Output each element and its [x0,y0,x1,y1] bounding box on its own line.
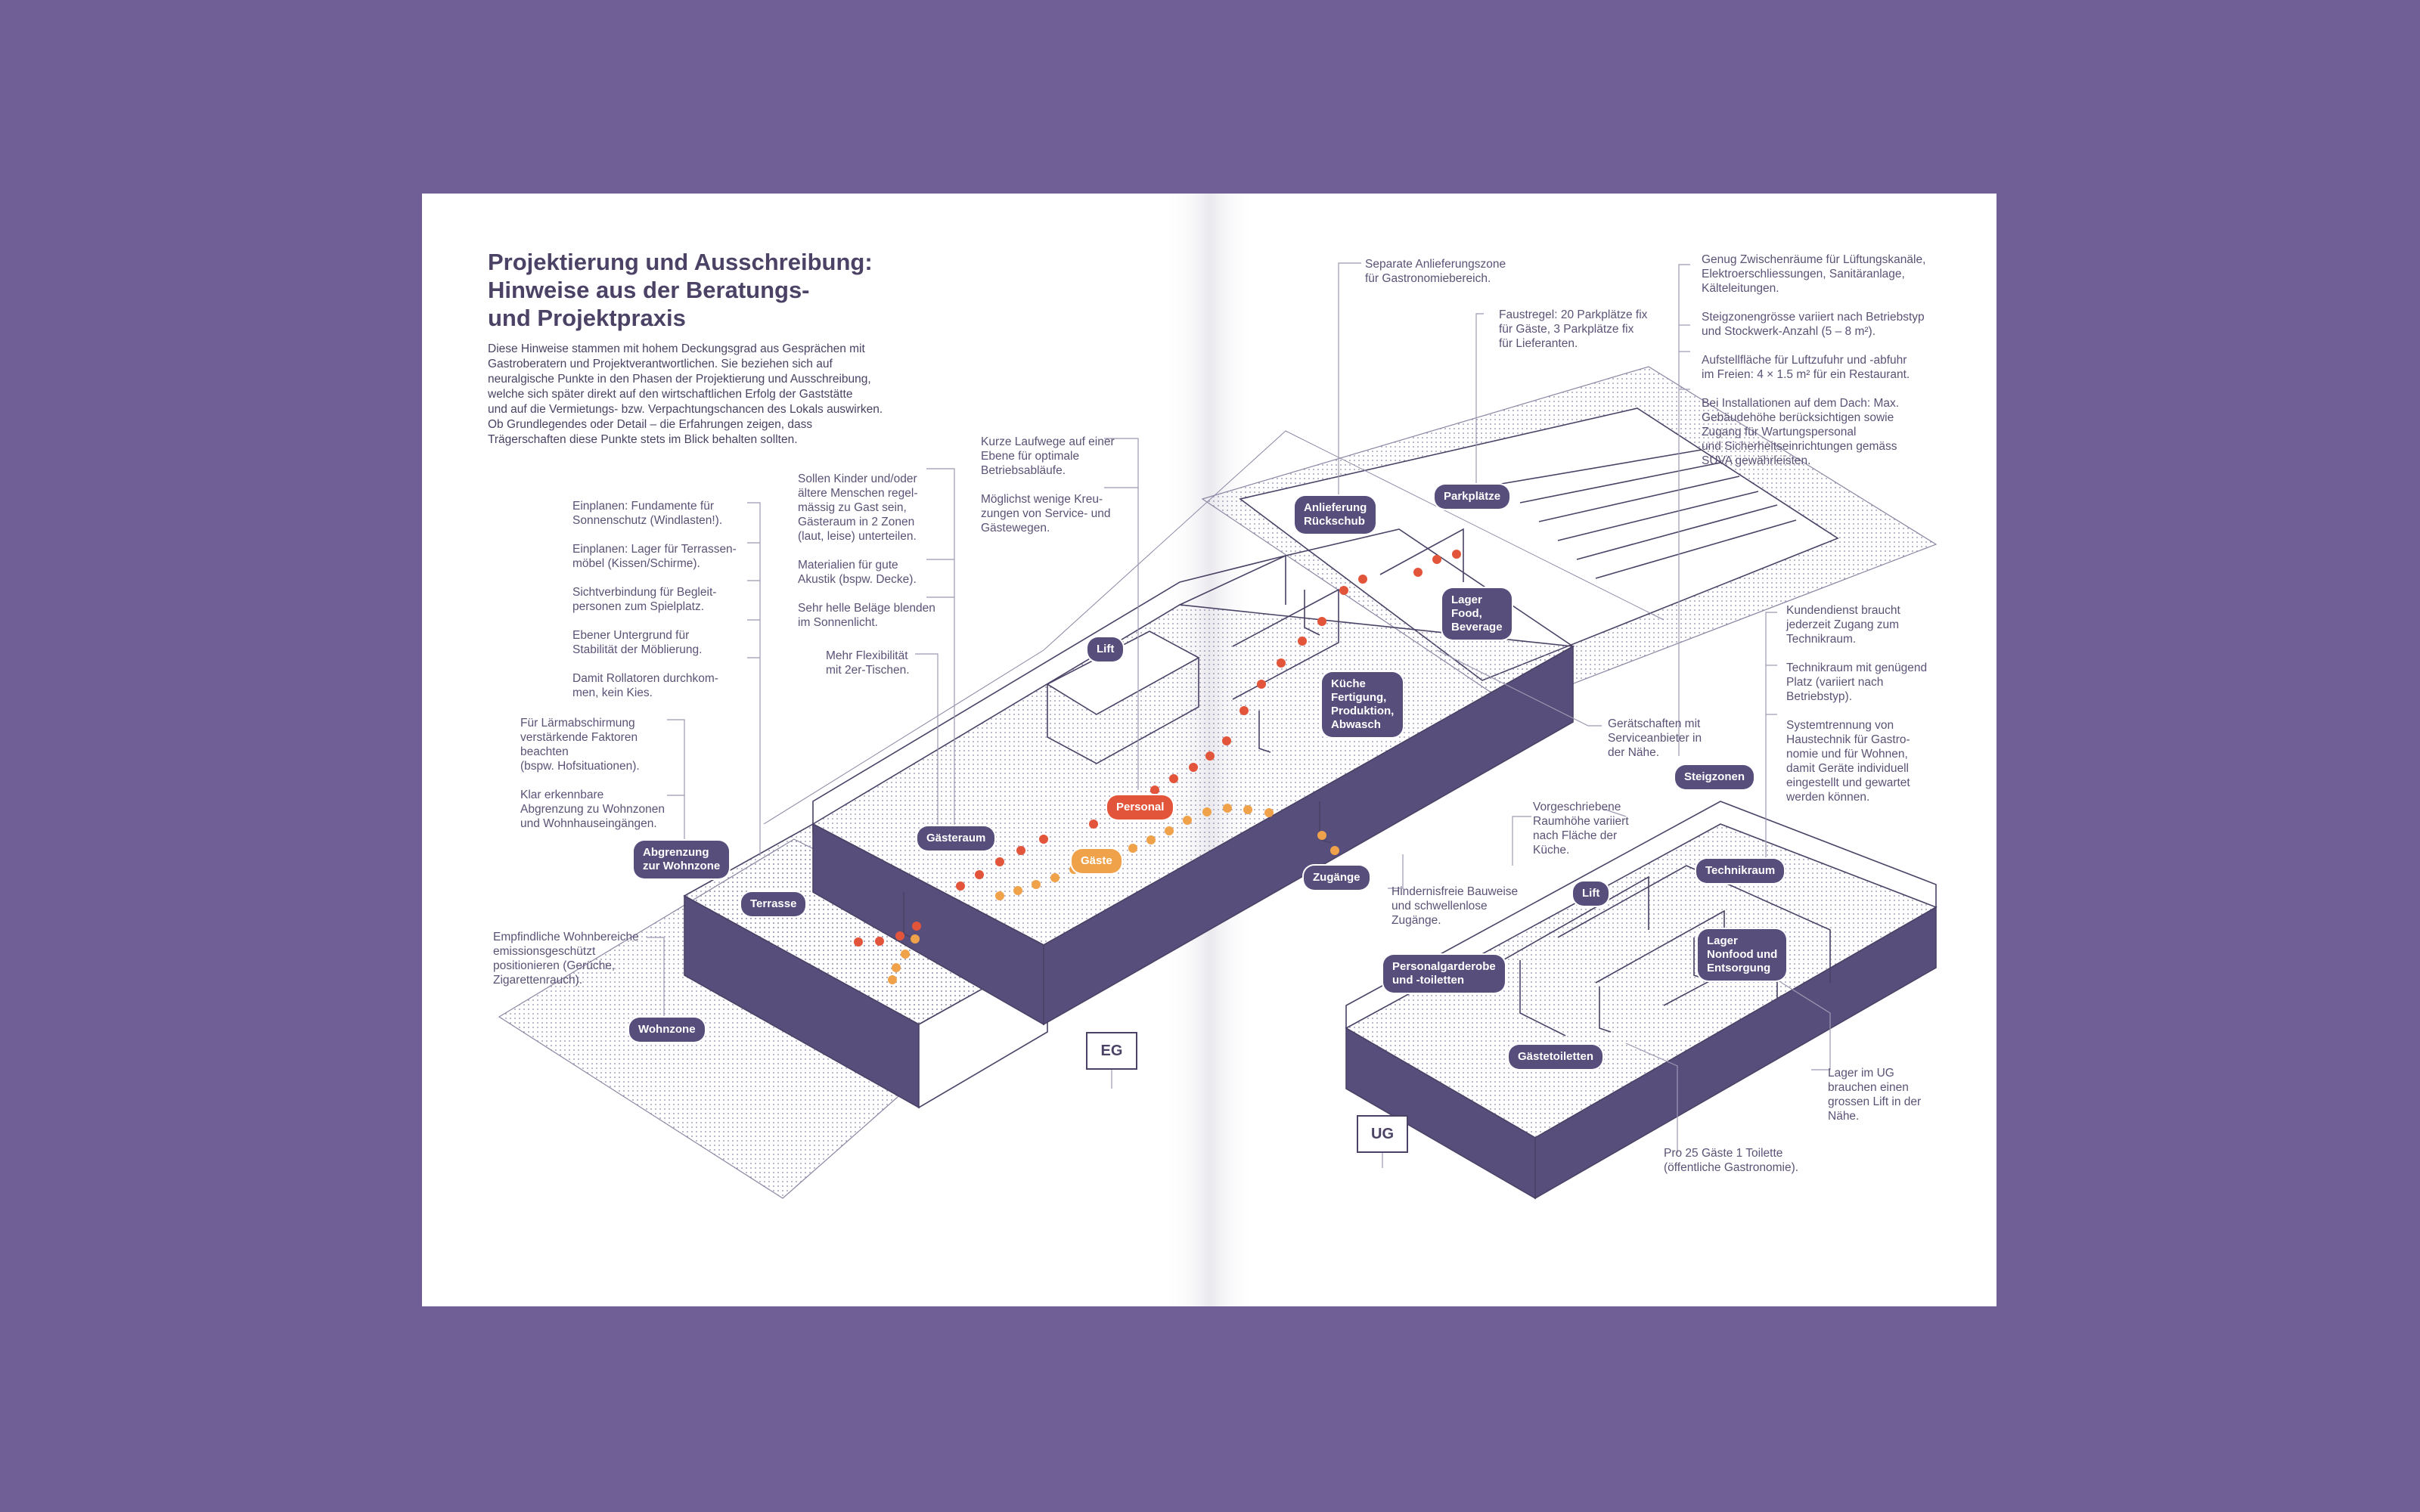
label-lager-nonfood: Lager Nonfood und Entsorgung [1698,929,1787,981]
technikraum-notes: Kundendienst braucht jederzeit Zugang zu… [1786,604,1928,804]
ug-partition-3 [1519,960,1566,1036]
anlieferungszone-note: Separate Anlieferungszone für Gastronomi… [1365,258,1506,285]
geraetschaften-note: Gerätschaften mit Serviceanbieter in der… [1608,717,1702,759]
door-frame-2 [1304,590,1320,636]
label-gaestetoiletten: Gästetoiletten [1509,1045,1603,1069]
gaeste-path [888,804,1339,984]
ug-partition-1 [1463,875,1649,984]
label-parkplaetze: Parkplätze [1435,485,1510,509]
faustregel-note: Faustregel: 20 Parkplätze fix für Gäste,… [1499,308,1648,350]
kitchen-partition [1232,588,1339,700]
label-technikraum: Technikraum [1696,859,1785,883]
ug-back-walls [1345,801,1937,1028]
parking-lot [1239,407,1839,681]
label-zugaenge: Zugänge [1304,866,1370,890]
label-lift-eg: Lift [1087,637,1124,662]
label-steigzonen: Steigzonen [1675,765,1754,789]
level-ug: UG [1357,1115,1408,1153]
roof-outline [763,430,1665,825]
main-back-wall [812,554,1286,824]
label-gaeste: Gäste [1072,849,1122,873]
label-abgrenzung: Abgrenzung zur Wohnzone [634,841,730,878]
parking-stripes [1500,449,1797,579]
label-lift-ug: Lift [1573,881,1609,906]
lager-ug-note: Lager im UG brauchen einen grossen Lift … [1828,1067,1922,1123]
wohnbereiche-notes: Empfindliche Wohnbereiche emissionsgesch… [493,931,639,987]
level-eg: EG [1086,1032,1137,1070]
label-anlieferung: Anlieferung Rückschub [1295,496,1376,534]
label-terrasse: Terrasse [741,892,806,916]
ug-long-wall [1534,906,1937,1200]
leader-lines [647,262,1831,1168]
hindernisfrei-note: Hindernisfreie Bauweise und schwellenlos… [1392,885,1519,927]
storage-partition [1379,528,1464,582]
raumhoehe-note: Vorgeschriebene Raumhöhe variiert nach F… [1533,801,1629,857]
kitchen-outline [1179,528,1574,647]
lift-shaft-walls [1047,658,1199,764]
main-long-wall [1043,645,1574,1026]
ug-door-1 [1599,987,1612,1033]
flexibilitaet-note: Mehr Flexibilität mit 2er-Tischen. [826,649,910,677]
toilette-note: Pro 25 Gäste 1 Toilette (öffentliche Gas… [1664,1147,1799,1174]
label-gaesteraum: Gästeraum [917,826,995,850]
gaesteraum-notes: Sollen Kinder und/oder ältere Menschen r… [798,472,935,629]
label-lager-food: Lager Food, Beverage [1442,588,1512,640]
ug-partition-2 [1557,865,1831,983]
label-wohnzone: Wohnzone [629,1018,705,1042]
laerm-notes: Für Lärmabschirmung verstärkende Faktore… [520,717,666,830]
label-personal: Personal [1107,795,1174,820]
door-frame-1 [1258,711,1271,753]
label-personalgarderobe: Personalgarderobe und -toiletten [1383,955,1505,993]
terrasse-notes: Einplanen: Fundamente für Sonnenschutz (… [572,500,737,699]
label-kueche: Küche Fertigung, Produktion, Abwasch [1322,672,1404,737]
ug-floor-plan [1345,801,1938,1200]
laufwege-notes: Kurze Laufwege auf einer Ebene für optim… [981,435,1115,534]
haustechnik-notes: Genug Zwischenräume für Lüftungskanäle, … [1702,253,1926,467]
intro-text: Diese Hinweise stammen mit hohem Deckung… [488,342,883,446]
page-title: Projektierung und Ausschreibung: Hinweis… [488,249,873,331]
